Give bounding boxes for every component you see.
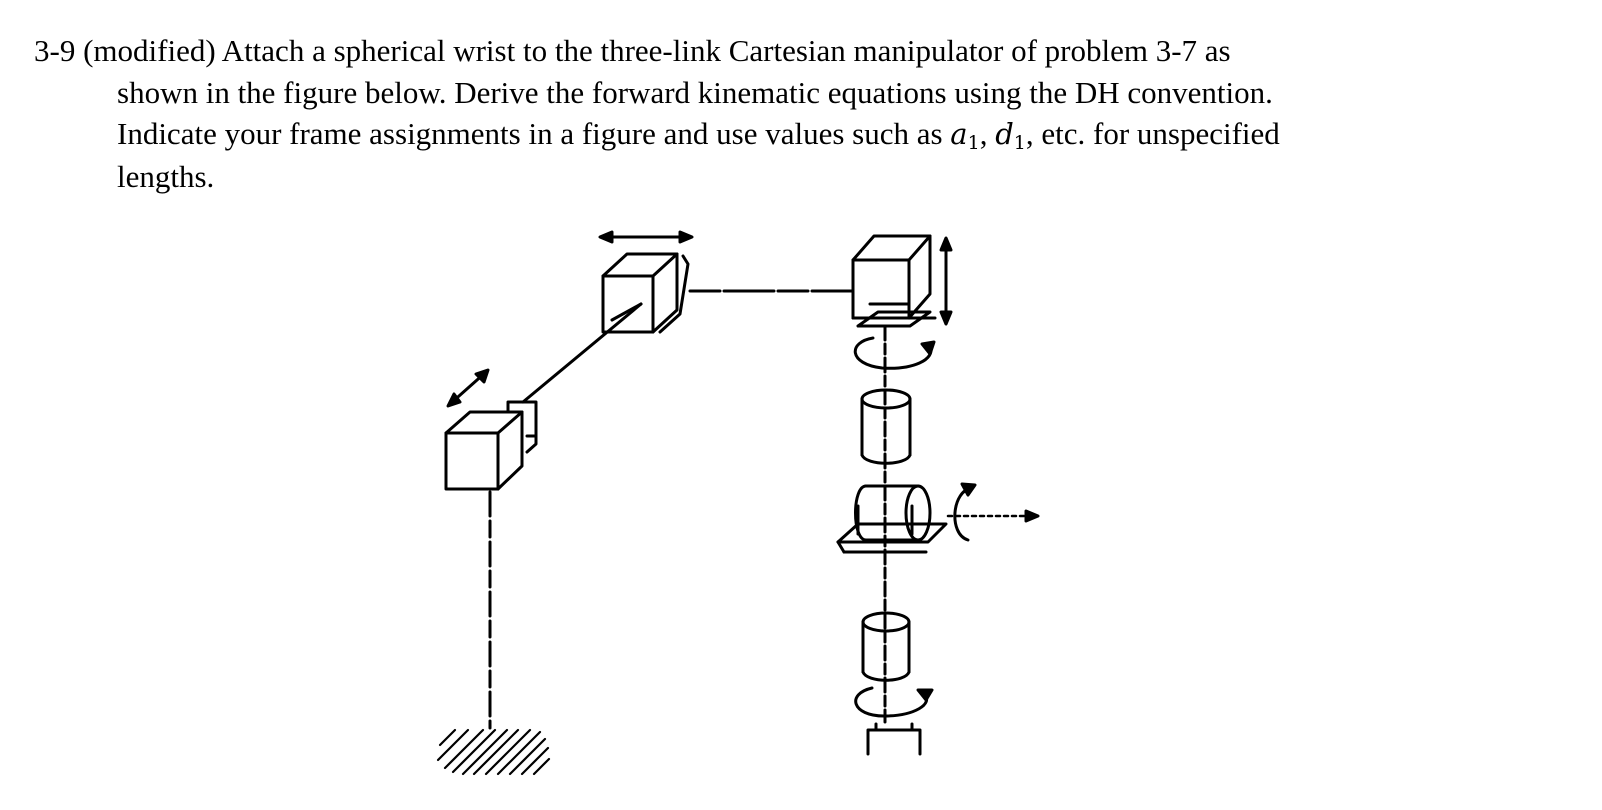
diagonal-link [523, 304, 641, 402]
math-separator: , [979, 116, 988, 151]
problem-text-line-2: shown in the figure below. Derive the fo… [117, 74, 1273, 110]
ground-hatch [438, 730, 549, 774]
problem-line-1: 3-9 (modified) Attach a spherical wrist … [34, 30, 1474, 72]
problem-text-line-4: lengths. [117, 158, 215, 194]
problem-statement: 3-9 (modified) Attach a spherical wrist … [34, 30, 1474, 197]
wrist-cylinder-horizontal [838, 486, 946, 552]
prismatic-joint-cube-lower [446, 402, 536, 489]
problem-text-line-3-end: , etc. for unspecified [1025, 116, 1280, 151]
prismatic-arrow-upper [600, 232, 692, 242]
end-effector-flange [868, 724, 920, 754]
problem-line-3: Indicate your frame assignments in a fig… [34, 113, 1474, 156]
prismatic-arrow-right [941, 238, 951, 324]
problem-text-line-3-start: Indicate your frame assignments in a fig… [117, 116, 943, 151]
math-a1: a1 [950, 117, 980, 154]
rotation-arrow-2 [948, 484, 1038, 540]
prismatic-joint-cube-upper [603, 254, 688, 332]
rotation-arrow-3 [856, 688, 932, 716]
wrist-cylinder-lower [863, 613, 909, 680]
math-d1: d1 [995, 117, 1026, 154]
prismatic-joint-cube-right [853, 236, 935, 326]
problem-number: 3-9 [34, 33, 76, 68]
wrist-cylinder-upper [862, 390, 910, 463]
prismatic-arrow-lower [448, 370, 488, 406]
problem-text-line-1: (modified) Attach a spherical wrist to t… [83, 33, 1231, 68]
rotation-arrow-1 [855, 338, 934, 368]
